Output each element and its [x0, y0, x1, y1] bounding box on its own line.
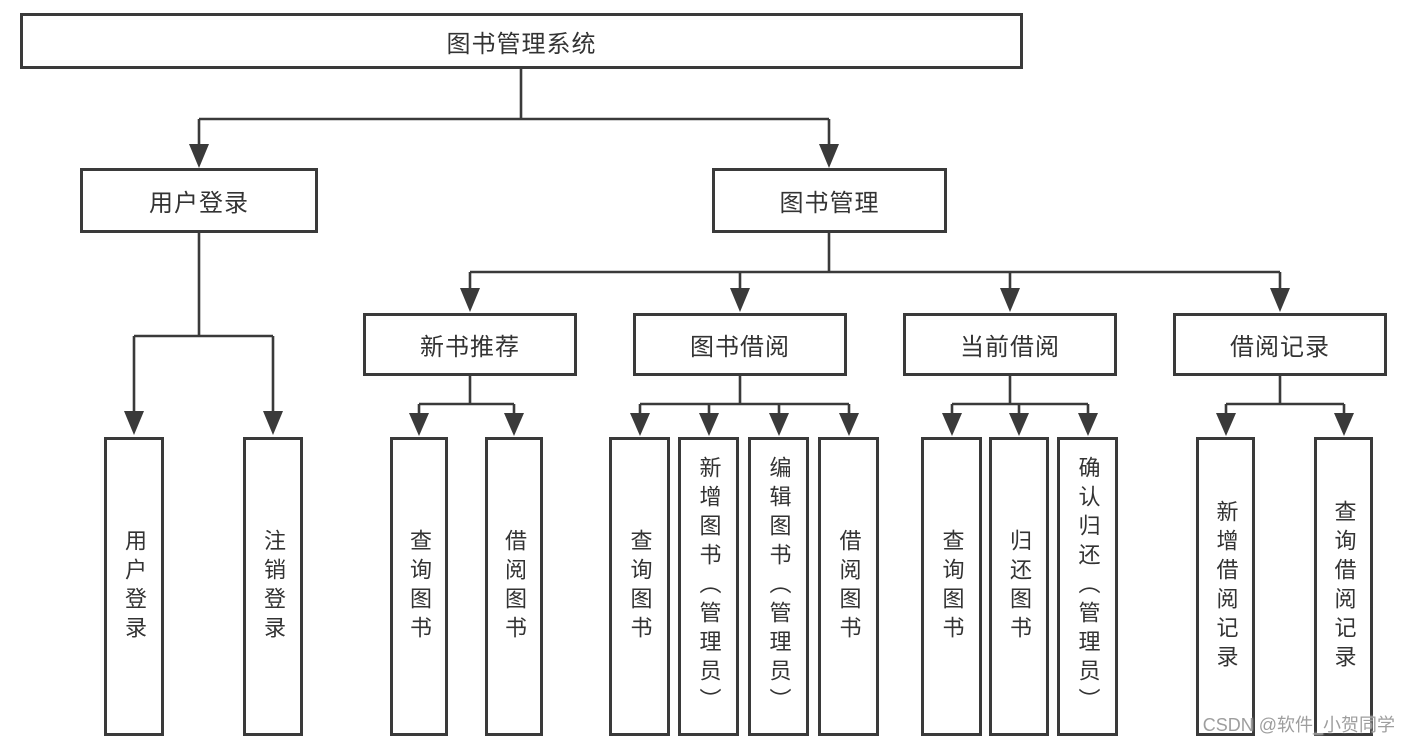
arrow-down-icon	[263, 411, 283, 435]
leaf-user-login-label: 用户登录	[122, 528, 147, 645]
connector-book-borrow-to-leaves	[630, 376, 859, 436]
arrow-down-icon	[699, 413, 719, 436]
leaf-borrow-query-books-label: 查询图书	[627, 528, 653, 645]
arrow-down-icon	[1078, 413, 1098, 436]
leaf-records-add-record: 新增借阅记录	[1196, 437, 1255, 736]
connector-new-books-to-leaves	[409, 376, 524, 436]
leaf-borrow-borrow-books: 借阅图书	[818, 437, 879, 736]
leaf-borrow-query-books: 查询图书	[609, 437, 670, 736]
leaf-logout: 注销登录	[243, 437, 303, 736]
node-current-borrow: 当前借阅	[903, 313, 1117, 376]
leaf-current-query-books: 查询图书	[921, 437, 982, 736]
connector-root-to-level2	[189, 68, 839, 168]
leaf-current-confirm-return-admin-label: 确认归还（管理员）	[1075, 456, 1101, 717]
leaf-user-login: 用户登录	[104, 437, 164, 736]
leaf-records-query-record-label: 查询借阅记录	[1331, 499, 1357, 674]
leaf-borrow-add-books-admin-label: 新增图书（管理员）	[696, 456, 722, 717]
arrow-down-icon	[1216, 413, 1236, 436]
node-current-borrow-label: 当前借阅	[960, 334, 1060, 361]
node-user-login: 用户登录	[80, 168, 318, 233]
node-book-mgmt-label: 图书管理	[779, 190, 880, 217]
arrow-down-icon	[1334, 413, 1354, 436]
node-user-login-label: 用户登录	[149, 190, 249, 217]
leaf-current-return-books: 归还图书	[989, 437, 1049, 736]
node-new-books: 新书推荐	[363, 313, 577, 376]
connector-borrow-records-to-leaves	[1216, 376, 1354, 436]
leaf-newbooks-query-books: 查询图书	[390, 437, 448, 736]
arrow-down-icon	[819, 144, 839, 168]
watermark: CSDN @软件_小贺同学	[1202, 715, 1395, 735]
leaf-records-query-record: 查询借阅记录	[1314, 437, 1373, 736]
leaf-borrow-borrow-books-label: 借阅图书	[836, 528, 862, 645]
node-book-borrow: 图书借阅	[633, 313, 847, 376]
leaf-borrow-edit-books-admin: 编辑图书（管理员）	[748, 437, 809, 736]
node-root: 图书管理系统	[20, 13, 1023, 69]
node-borrow-records-label: 借阅记录	[1230, 334, 1330, 361]
arrow-down-icon	[730, 288, 750, 312]
arrow-down-icon	[942, 413, 962, 436]
arrow-down-icon	[1000, 288, 1020, 312]
node-book-mgmt: 图书管理	[712, 168, 947, 233]
node-root-label: 图书管理系统	[446, 30, 597, 58]
arrow-down-icon	[409, 413, 429, 436]
arrow-down-icon	[1009, 413, 1029, 436]
leaf-current-return-books-label: 归还图书	[1007, 528, 1032, 645]
arrow-down-icon	[124, 411, 144, 435]
leaf-borrow-edit-books-admin-label: 编辑图书（管理员）	[766, 456, 792, 717]
node-new-books-label: 新书推荐	[420, 334, 520, 361]
connector-book-mgmt-to-level3	[460, 233, 1290, 312]
leaf-current-confirm-return-admin: 确认归还（管理员）	[1057, 437, 1118, 736]
connector-user-login-to-leaves	[124, 233, 283, 435]
arrow-down-icon	[1270, 288, 1290, 312]
arrow-down-icon	[839, 413, 859, 436]
leaf-borrow-add-books-admin: 新增图书（管理员）	[678, 437, 739, 736]
leaf-newbooks-query-books-label: 查询图书	[407, 528, 432, 645]
leaf-logout-label: 注销登录	[261, 528, 286, 645]
arrow-down-icon	[769, 413, 789, 436]
arrow-down-icon	[189, 144, 209, 168]
leaf-newbooks-borrow-books: 借阅图书	[485, 437, 543, 736]
arrow-down-icon	[504, 413, 524, 436]
node-borrow-records: 借阅记录	[1173, 313, 1387, 376]
arrow-down-icon	[630, 413, 650, 436]
arrow-down-icon	[460, 288, 480, 312]
leaf-current-query-books-label: 查询图书	[939, 528, 965, 645]
leaf-records-add-record-label: 新增借阅记录	[1213, 499, 1239, 674]
leaf-newbooks-borrow-books-label: 借阅图书	[502, 528, 527, 645]
connector-current-borrow-to-leaves	[942, 376, 1098, 436]
node-book-borrow-label: 图书借阅	[690, 334, 790, 361]
